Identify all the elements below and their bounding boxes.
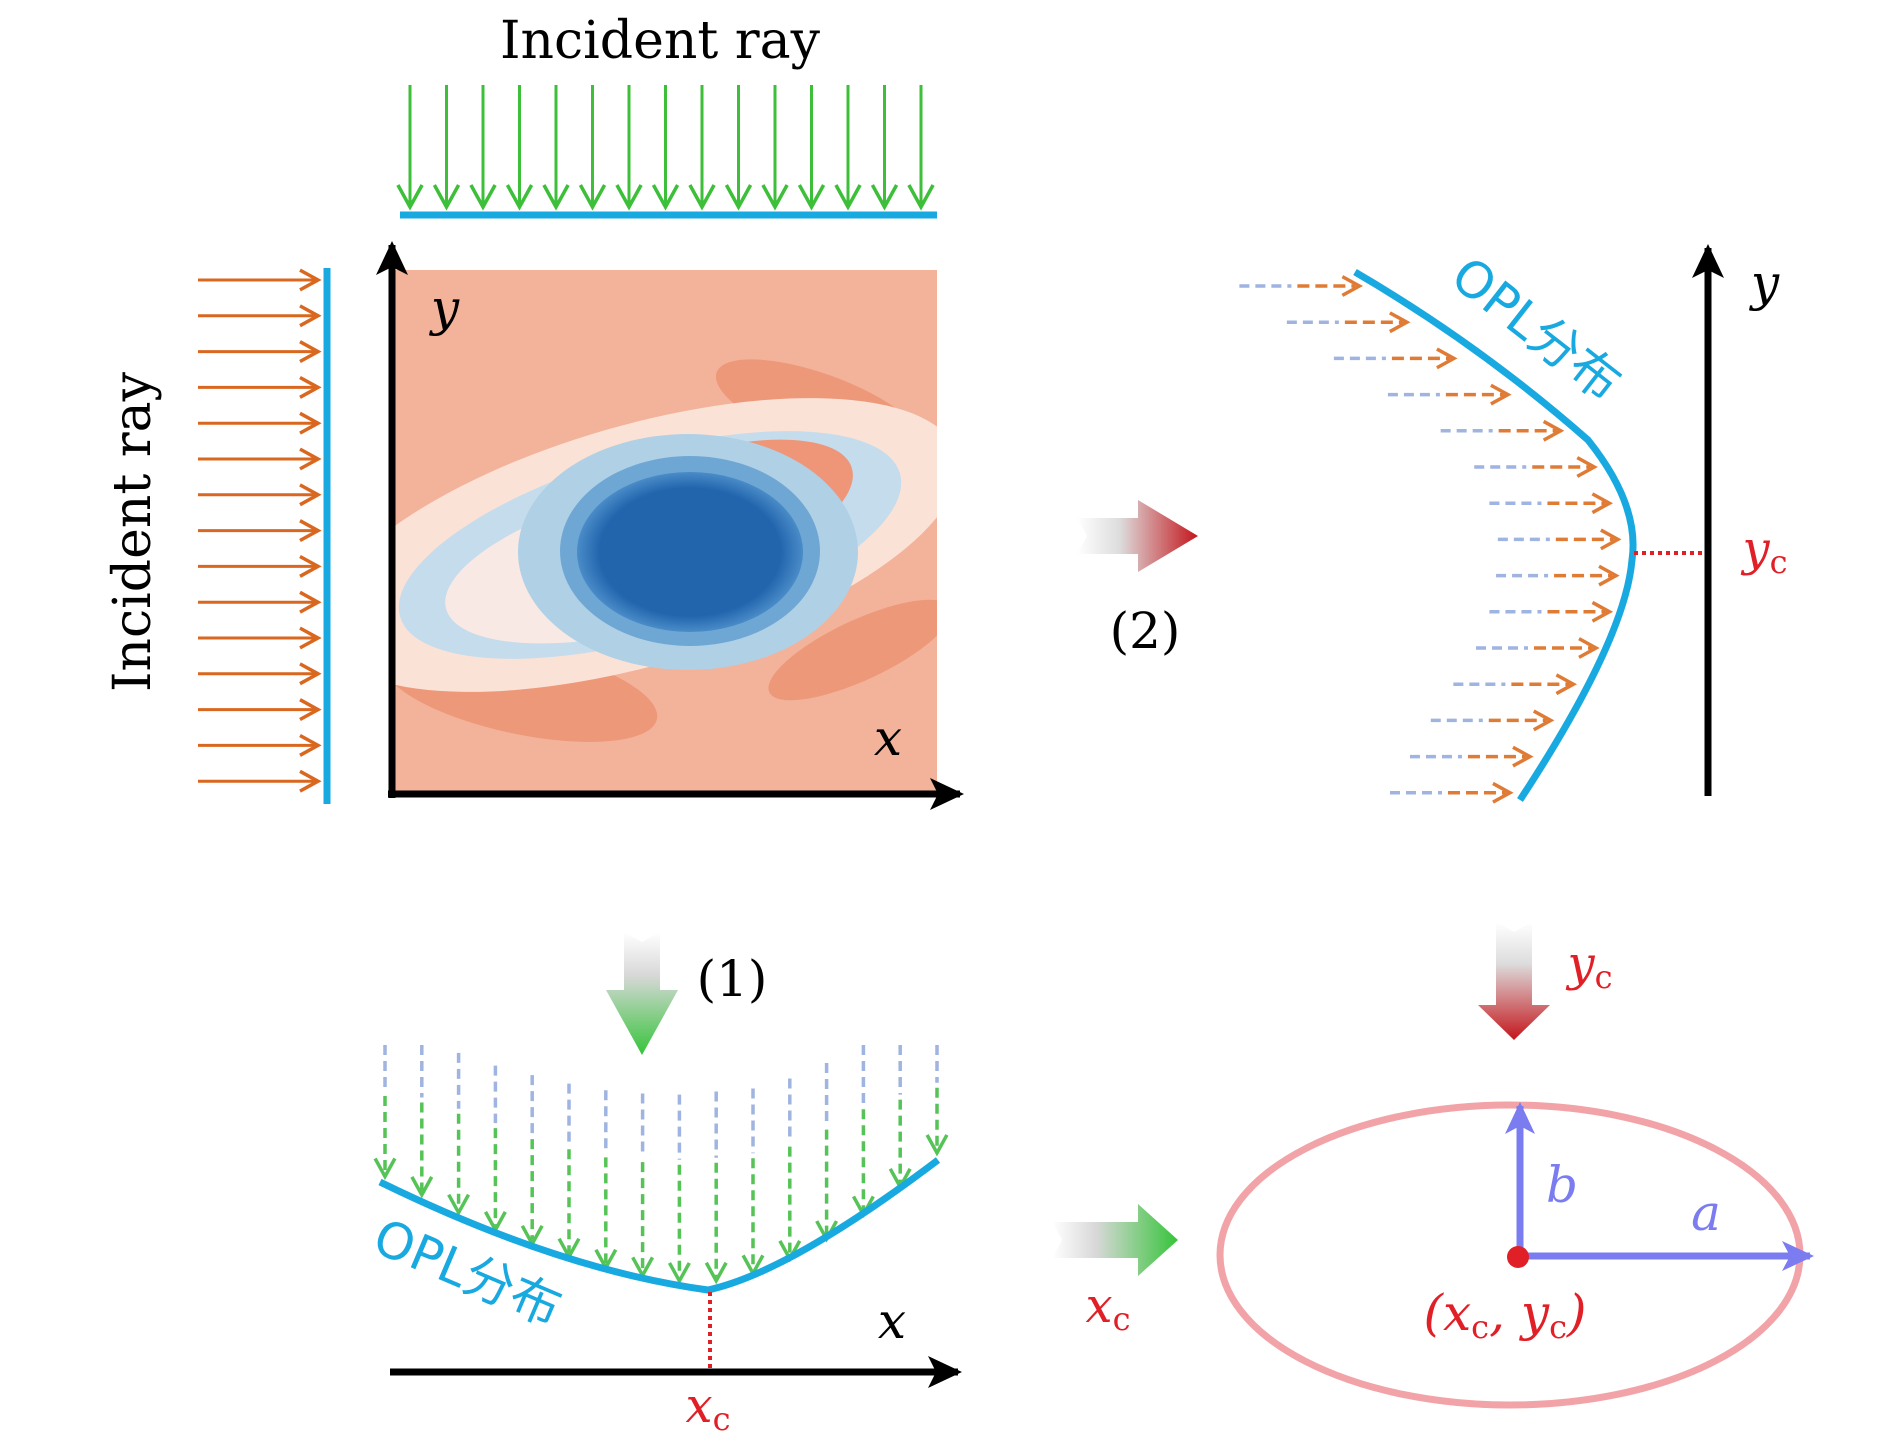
- arrow-head-icon: [542, 184, 570, 211]
- arrow-head-icon: [299, 268, 322, 292]
- field-y-label: y: [429, 279, 460, 337]
- arrow-head-icon: [1512, 745, 1534, 768]
- arrow-head-icon: [299, 411, 322, 435]
- arrow-head-icon: [299, 519, 322, 543]
- arrow-head-icon: [870, 184, 899, 211]
- arrow-head-icon: [1591, 600, 1614, 623]
- arrow-head-icon: [432, 184, 461, 211]
- arrow-head-icon: [1389, 311, 1411, 334]
- arrow-head-icon: [651, 184, 680, 211]
- arrow-head-icon: [1492, 781, 1514, 804]
- arrow-head-icon: [299, 447, 322, 471]
- arrow-head-icon: [1542, 419, 1565, 442]
- arrow-head-icon: [1598, 564, 1620, 587]
- ellipse-center-label: (xc, yc): [1423, 1284, 1586, 1346]
- arrow-head-icon: [299, 304, 322, 328]
- opl-curve-bottom: [378, 1157, 941, 1294]
- arrow-head-icon: [834, 184, 862, 211]
- arrow-head-icon: [299, 590, 322, 614]
- arrow-head-icon: [373, 1157, 397, 1181]
- arrow-head-icon: [761, 184, 789, 211]
- arrow-head-icon: [447, 1193, 471, 1217]
- arrow-head-icon: [1578, 637, 1600, 659]
- opl-rays-bottom: [373, 1045, 949, 1285]
- arrow-head-icon: [1490, 383, 1512, 406]
- arrow-head-icon: [925, 1134, 949, 1157]
- arrow-head-icon: [578, 184, 607, 211]
- arrow-head-icon: [667, 1262, 691, 1285]
- arrow-head-icon: [724, 184, 753, 211]
- arrow-head-icon: [615, 184, 643, 211]
- opl-curve-right: [1353, 268, 1637, 802]
- arrow-head-icon: [1341, 275, 1364, 297]
- process-arrow-1: [606, 932, 678, 1055]
- incident-rays-top: [396, 85, 935, 211]
- incident-ray-top-label: Incident ray: [500, 11, 821, 71]
- arrow-head-icon: [299, 662, 322, 686]
- process-arrow-yc: [1478, 922, 1550, 1040]
- incident-rays-left: [198, 268, 322, 793]
- vortex-field-image: [392, 270, 937, 792]
- bottom-x-label: x: [878, 1292, 906, 1350]
- field-x-label: x: [874, 709, 902, 767]
- step-1-label: (1): [697, 950, 768, 1008]
- right-y-label: y: [1749, 254, 1780, 312]
- arrow-head-icon: [1555, 673, 1578, 696]
- semi-axis-a-label: a: [1691, 1184, 1721, 1242]
- incident-ray-left-label: Incident ray: [103, 371, 163, 692]
- opl-bottom-label: OPL分布: [365, 1208, 569, 1339]
- yc-right-label: yc: [1740, 521, 1787, 581]
- arrow-head-icon: [1532, 709, 1555, 732]
- arrow-head-icon: [410, 1176, 434, 1199]
- arrow-head-icon: [299, 769, 322, 793]
- arrow-head-icon: [299, 340, 322, 364]
- opl-right-label: OPL分布: [1441, 246, 1632, 413]
- xc-arrow-label: xc: [1086, 1278, 1131, 1338]
- semi-axis-b-label: b: [1546, 1156, 1578, 1214]
- arrow-head-icon: [299, 626, 322, 650]
- arrow-head-icon: [1591, 492, 1614, 515]
- process-arrow-2: [1077, 500, 1198, 572]
- arrow-head-icon: [1576, 456, 1598, 478]
- arrow-head-icon: [299, 554, 322, 578]
- arrow-head-icon: [1600, 528, 1622, 551]
- arrow-head-icon: [299, 733, 322, 757]
- arrow-head-icon: [299, 483, 322, 507]
- arrow-head-icon: [299, 375, 322, 399]
- opl-rays-right: [1239, 275, 1622, 804]
- arrow-head-icon: [396, 184, 424, 211]
- arrow-head-icon: [1436, 347, 1458, 370]
- xc-bottom-label: xc: [686, 1378, 731, 1438]
- arrow-head-icon: [469, 184, 497, 211]
- arrow-head-icon: [505, 184, 534, 211]
- arrow-head-icon: [688, 184, 716, 211]
- step-2-label: (2): [1110, 602, 1181, 660]
- arrow-head-icon: [299, 698, 322, 722]
- arrow-head-icon: [907, 184, 935, 211]
- ellipse-center-dot: [1507, 1246, 1529, 1268]
- arrow-head-icon: [797, 184, 826, 211]
- yc-down-label: yc: [1565, 936, 1612, 996]
- process-arrow-xc: [1052, 1204, 1178, 1276]
- arrow-head-icon: [704, 1261, 728, 1285]
